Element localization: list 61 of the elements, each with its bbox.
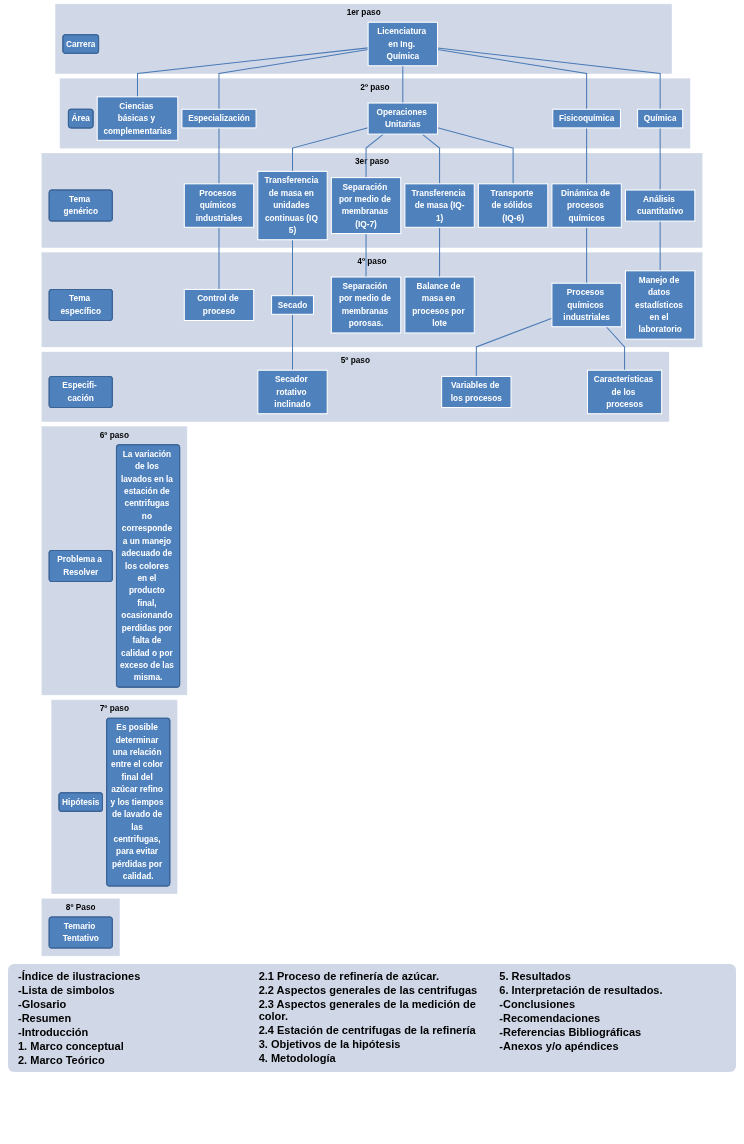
node-box: Secador rotativo inclinado <box>257 369 328 415</box>
list-item: -Recomendaciones <box>499 1012 602 1024</box>
node-box: Procesos químicos industriales <box>183 183 255 228</box>
node-box: Transferencia de masa en unidades continuas (IQ 5) <box>257 170 328 241</box>
node-box: Dinámica de procesos químicos <box>551 183 622 228</box>
list-item: 6. Interpretación de resultados. <box>499 984 664 996</box>
node-box: Licenciatura en Ing. Química <box>367 21 438 67</box>
list-item: 1. Marco conceptual <box>18 1040 125 1052</box>
node-box: Separación por medio de membranas porosas. <box>330 276 402 334</box>
node-box: Análisis cuantitativo <box>624 189 696 222</box>
node-box: Secado <box>271 295 314 315</box>
connector <box>218 226 220 290</box>
connector <box>292 127 369 172</box>
list-item: -Índice de ilustraciones <box>18 970 142 982</box>
list-item: 2.4 Estación de centrifugas de la refinería <box>258 1024 477 1036</box>
connector <box>292 313 294 371</box>
node-box: Fisicoquímica <box>552 108 621 129</box>
connector <box>437 47 661 110</box>
connector <box>136 47 369 98</box>
list-item: 2.1 Proceso de refinería de azúcar. <box>258 970 441 982</box>
node-box: Separación por medio de membranas (IQ-7) <box>330 177 402 235</box>
node-box: Especialización <box>181 108 257 129</box>
list-item: -Lista de simbolos <box>18 984 116 996</box>
connector <box>437 127 514 185</box>
node-box: Características de los procesos <box>587 369 663 415</box>
list-item: -Anexos y/o apéndices <box>499 1040 620 1052</box>
connector <box>365 133 384 179</box>
node-box: Variables de los procesos <box>441 375 512 409</box>
connector <box>439 226 441 278</box>
node-box: Manejo de datos estadísticos en el laboratorio <box>624 270 696 340</box>
connector <box>437 49 588 110</box>
list-item: 2. Marco Teórico <box>18 1054 106 1066</box>
list-item: -Glosario <box>18 998 68 1010</box>
list-item: -Introducción <box>18 1026 90 1038</box>
list-item: -Resumen <box>18 1012 73 1024</box>
list-item: -Referencias Bibliográficas <box>499 1026 643 1038</box>
connector <box>218 127 220 185</box>
node-box: Ciencias básicas y complementarias <box>96 96 179 141</box>
node-box: Balance de masa en procesos por lote <box>404 276 475 334</box>
node-box: Transferencia de masa (IQ-1) <box>404 183 475 228</box>
list-item: 2.2 Aspectos generales de las centrifugas <box>258 984 479 996</box>
list-item: -Conclusiones <box>499 998 577 1010</box>
list-item: 5. Resultados <box>499 970 572 982</box>
connector <box>659 127 661 191</box>
node-box: Control de proceso <box>183 288 255 322</box>
connector <box>365 233 367 278</box>
connector <box>421 133 441 185</box>
connector <box>586 127 588 185</box>
connector <box>605 326 626 371</box>
node-box: Procesos químicos industriales <box>551 282 622 328</box>
connector <box>402 65 404 104</box>
list-item: 2.3 Aspectos generales de la medición de color. <box>258 998 477 1022</box>
connector <box>586 226 588 284</box>
connector <box>659 220 661 272</box>
node-box: Química <box>637 108 684 129</box>
node-box: Transporte de sólidos (IQ-6) <box>477 183 549 228</box>
list-item: 3. Objetivos de la hipótesis <box>258 1038 402 1050</box>
connector <box>292 239 294 297</box>
list-item: 4. Metodología <box>258 1052 337 1064</box>
connector <box>218 49 369 110</box>
node-box: Operaciones Unitarias <box>367 102 438 135</box>
